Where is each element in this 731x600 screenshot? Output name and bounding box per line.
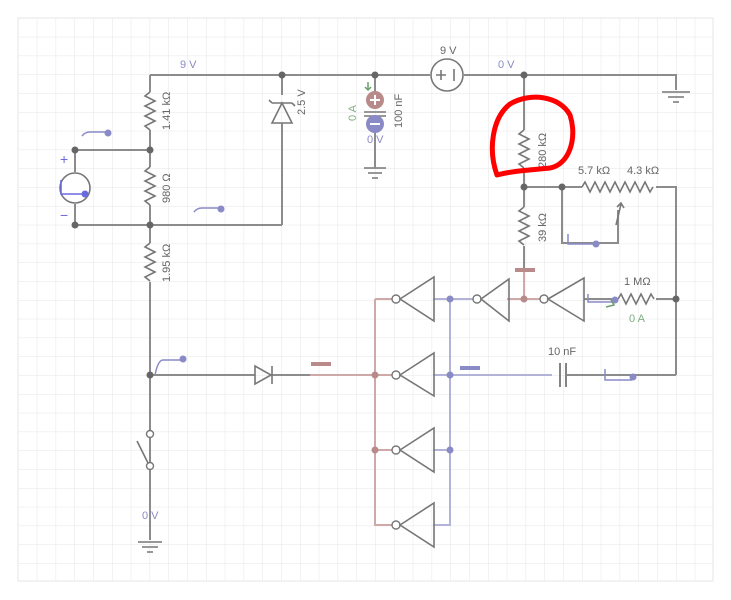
capacitor-100nf[interactable]: [364, 91, 386, 133]
resistor-1m[interactable]: [617, 292, 655, 306]
source-plus-label: +: [60, 151, 68, 167]
node-voltage-label-top-right: 0 V: [498, 59, 515, 71]
voltage-probe[interactable]: [604, 369, 637, 381]
junction-dots: [71, 71, 680, 379]
voltage-probe[interactable]: [193, 205, 225, 213]
source-branch-wires: [74, 75, 283, 226]
pot-wires: [524, 186, 677, 375]
battery-9v[interactable]: [430, 58, 464, 92]
resistor-39k[interactable]: [517, 206, 531, 246]
logic-high-indicator: [311, 362, 331, 366]
inverter-gate[interactable]: [539, 276, 585, 323]
resistor-280k[interactable]: [517, 129, 531, 169]
voltage-probe[interactable]: [567, 234, 600, 248]
potentiometer[interactable]: [581, 180, 654, 226]
battery-voltage-label: 9 V: [440, 45, 457, 57]
junction-dots-high: [371, 295, 528, 454]
top-rail-wires: [150, 74, 677, 90]
diode[interactable]: [254, 364, 273, 386]
inverter-gate[interactable]: [391, 275, 435, 323]
junction-dots-low: [446, 295, 454, 454]
switch-voltage-label: 0 V: [142, 510, 159, 522]
current-arrow-icon: [364, 82, 372, 92]
signal-source[interactable]: [59, 172, 91, 204]
resistor-980-label: 980 Ω: [161, 173, 173, 203]
cap1-voltage-label: 0 V: [367, 134, 384, 146]
cap2-label: 10 nF: [548, 346, 576, 358]
cap1-label: 100 nF: [393, 93, 405, 128]
resistor-1m-label: 1 MΩ: [624, 276, 651, 288]
misc-wires: [149, 298, 676, 540]
source-minus-label: −: [60, 207, 68, 223]
ground-icon: [662, 91, 690, 103]
resistor-1-95k-label: 1.95 kΩ: [161, 244, 173, 282]
resistor-280k-label: 280 kΩ: [537, 133, 549, 168]
pot-right-label: 4.3 kΩ: [627, 165, 659, 177]
voltage-probe[interactable]: [81, 129, 112, 137]
node-voltage-label-top-left: 9 V: [180, 59, 197, 71]
ground-icon: [138, 541, 162, 553]
voltage-probe[interactable]: [154, 355, 187, 376]
logic-high-indicator: [515, 268, 535, 272]
inverter-gate[interactable]: [391, 351, 435, 398]
voltage-probe[interactable]: [587, 294, 619, 304]
pot-left-label: 5.7 kΩ: [578, 165, 610, 177]
capacitor-10nf[interactable]: [559, 363, 567, 387]
logic-low-indicator: [460, 366, 480, 370]
current-arrow-icon: [605, 299, 616, 308]
inverter-gate[interactable]: [391, 426, 435, 474]
resistor-1m-current-label: 0 A: [629, 313, 646, 325]
resistor-980[interactable]: [143, 166, 157, 206]
zener-diode[interactable]: [268, 99, 296, 124]
cap1-current-label: 0 A: [347, 104, 359, 121]
red-annotation-circle: [489, 94, 576, 178]
resistor-1-41k-label: 1.41 kΩ: [161, 92, 173, 130]
resistor-1-41k[interactable]: [143, 91, 157, 131]
zener-label: 2.5 V: [296, 89, 308, 115]
inverter-gate[interactable]: [391, 501, 435, 549]
resistor-1-95k[interactable]: [143, 242, 157, 282]
switch[interactable]: [136, 429, 155, 471]
inverter-gate[interactable]: [472, 277, 510, 323]
resistor-39k-label: 39 kΩ: [537, 213, 549, 242]
